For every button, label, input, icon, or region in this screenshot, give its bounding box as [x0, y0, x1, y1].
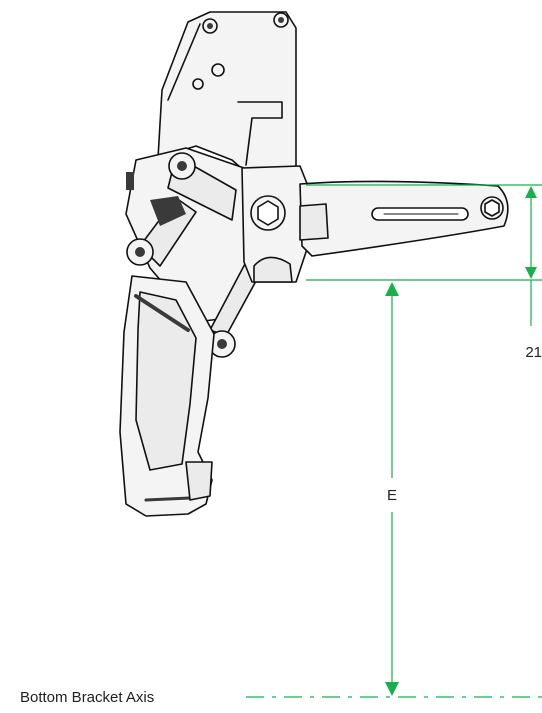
cage-top-rail [134, 294, 190, 332]
bottom-bracket-axis-label: Bottom Bracket Axis [20, 689, 154, 706]
e-dimension-label: E [387, 487, 397, 504]
dimension-lines [246, 184, 542, 698]
clamp-bolt-hex [257, 200, 279, 226]
mount-tower-inner [237, 101, 283, 166]
cage-tail [185, 461, 213, 501]
cable-arm-bracket [299, 203, 329, 241]
e-arrow-down [385, 682, 399, 696]
hole-mid-lower [192, 78, 204, 90]
hole-mid-upper [211, 63, 225, 77]
linkage-shadow [150, 196, 186, 226]
height-dimension-label: 21 [525, 344, 542, 361]
height-arrow-up [525, 186, 537, 198]
mount-tower-edge [167, 23, 201, 101]
cage-bottom-rail [144, 496, 192, 502]
e-arrow-up [385, 282, 399, 296]
cage-inner-plate [135, 291, 197, 471]
clamp-bottom [253, 256, 293, 283]
front-derailleur-icon [119, 11, 509, 517]
height-arrow-down [525, 267, 537, 279]
side-screw [126, 172, 134, 190]
